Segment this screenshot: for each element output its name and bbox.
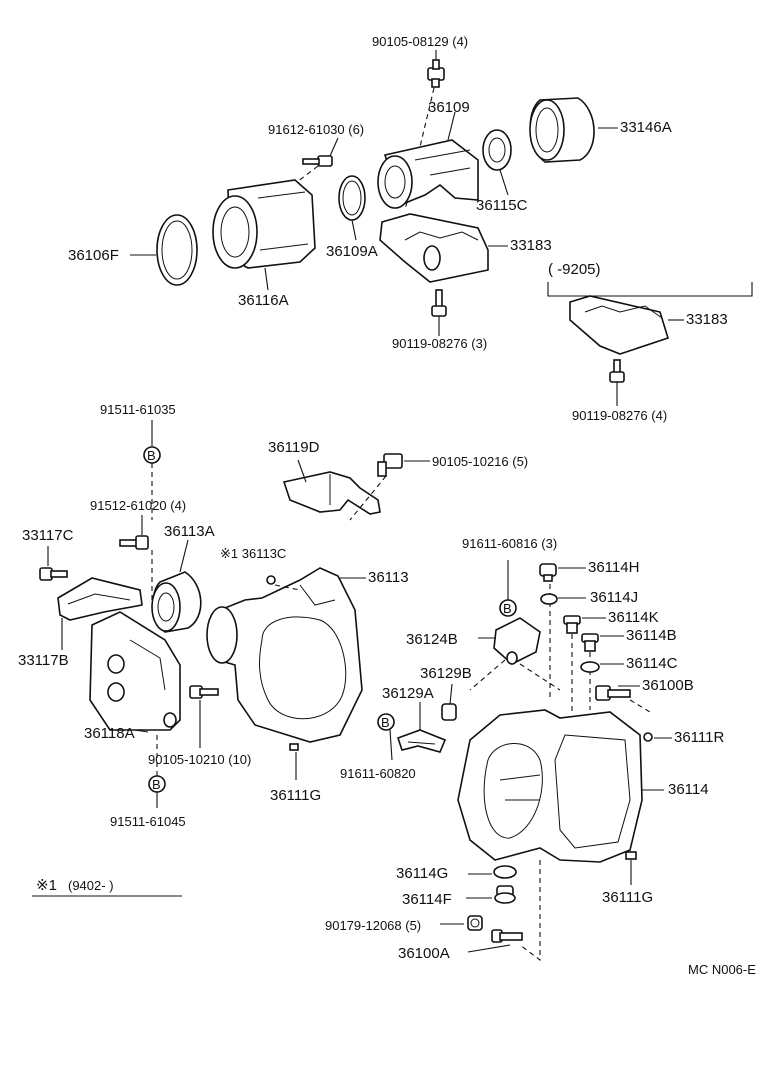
seal-36115C — [482, 129, 512, 171]
label-90105-08129: 90105-08129 (4) — [372, 34, 468, 49]
label-90179-12068: 90179-12068 (5) — [325, 918, 421, 933]
bolt-90105-08129 — [427, 59, 445, 88]
plug-36114B — [581, 633, 599, 652]
washer-36114G — [493, 865, 517, 879]
label-36109: 36109 — [428, 99, 470, 116]
label-36100A: 36100A — [398, 945, 450, 962]
bearing-36113A — [151, 571, 202, 633]
diagram-code: MC N006-E — [688, 962, 756, 977]
svg-text:B: B — [147, 448, 156, 463]
label-36113: 36113 — [368, 569, 409, 586]
washer-36114J — [540, 593, 558, 605]
plug-36114K — [563, 615, 581, 634]
range-label: ( -9205) — [548, 261, 601, 278]
plug-36114H — [539, 563, 557, 582]
plug-36111R — [643, 732, 653, 742]
bolt-33117C — [39, 567, 68, 581]
bracket-33117B — [57, 577, 143, 621]
label-36106F: 36106F — [68, 247, 119, 264]
cover-36124B — [493, 617, 541, 665]
label-36124B: 36124B — [406, 631, 458, 648]
label-33183-a: 33183 — [510, 237, 552, 254]
mount-33183-b — [569, 295, 669, 355]
circle-mark-b-4: B — [499, 599, 517, 617]
bolt-36100B — [595, 685, 631, 701]
cover-36118A — [89, 611, 181, 731]
label-91611-60820: 91611-60820 — [340, 766, 416, 781]
oring-36106F — [156, 214, 198, 286]
label-36118A: 36118A — [84, 725, 135, 742]
label-90119-08276-a: 90119-08276 (3) — [392, 336, 487, 351]
housing-36116A — [212, 179, 316, 269]
bolt-90105-10216 — [377, 453, 403, 477]
label-91512-61020: 91512-61020 (4) — [90, 498, 186, 513]
label-36114F: 36114F — [402, 891, 452, 908]
label-36100B: 36100B — [642, 677, 694, 694]
label-36114J: 36114J — [590, 589, 638, 606]
plug-36113C — [266, 575, 276, 585]
label-36114G: 36114G — [396, 865, 448, 882]
label-36119D: 36119D — [268, 439, 320, 456]
label-90119-08276-b: 90119-08276 (4) — [572, 408, 667, 423]
bolt-90105-10210 — [189, 685, 219, 699]
clip-36129A — [396, 729, 447, 753]
footnote-text: (9402- ) — [68, 878, 114, 893]
label-36111R: 36111R — [674, 729, 724, 746]
bracket-36119D — [282, 471, 381, 515]
mount-33183-a — [379, 213, 489, 283]
label-91612-61030: 91612-61030 (6) — [268, 122, 364, 137]
label-36129A: 36129A — [382, 685, 434, 702]
label-36114: 36114 — [668, 781, 709, 798]
label-36116A: 36116A — [238, 292, 289, 309]
pin-36111G-b — [625, 851, 637, 860]
svg-text:B: B — [152, 777, 161, 792]
label-91511-61045: 91511-61045 — [110, 814, 186, 829]
bolt-36100A — [491, 929, 523, 943]
case-36114 — [457, 709, 643, 863]
washer-36114C — [580, 661, 600, 673]
bolt-90119-08276-b — [609, 359, 625, 383]
label-36113C: ※1 36113C — [220, 546, 286, 561]
label-91511-61035: 91511-61035 — [100, 402, 176, 417]
label-36111G-a: 36111G — [270, 787, 321, 804]
label-33146A: 33146A — [620, 119, 672, 136]
label-36114C: 36114C — [626, 655, 678, 672]
label-33117B: 33117B — [18, 652, 69, 669]
cover-33146A — [529, 97, 595, 163]
plug-90179-12068 — [467, 915, 483, 931]
label-90105-10210: 90105-10210 (10) — [148, 752, 251, 767]
label-36114H: 36114H — [588, 559, 639, 576]
label-36109A: 36109A — [326, 243, 378, 260]
bolt-90119-08276-a — [431, 289, 447, 317]
label-36114B: 36114B — [626, 627, 677, 644]
circle-mark-b-1: B — [143, 446, 161, 464]
label-36113A: 36113A — [164, 523, 215, 540]
footnote-mark: ※1 — [36, 877, 57, 894]
bolt-91612-61030 — [302, 155, 333, 167]
label-33117C: 33117C — [22, 527, 74, 544]
label-33183-b: 33183 — [686, 311, 728, 328]
circle-mark-b-3: B — [377, 713, 395, 731]
housing-36113 — [206, 567, 363, 743]
label-36111G-b: 36111G — [602, 889, 653, 906]
part-36129B — [441, 703, 457, 721]
circle-mark-b-2: B — [148, 775, 166, 793]
svg-text:B: B — [503, 601, 512, 616]
label-90105-10216: 90105-10216 (5) — [432, 454, 528, 469]
pin-36111G-a — [289, 743, 299, 751]
svg-text:B: B — [381, 715, 390, 730]
plug-36114F — [494, 885, 516, 904]
label-36114K: 36114K — [608, 609, 659, 626]
label-91611-60816: 91611-60816 (3) — [462, 536, 557, 551]
label-36115C: 36115C — [476, 197, 528, 214]
bolt-91512-61020 — [119, 535, 149, 550]
part-36109 — [377, 139, 479, 209]
label-36129B: 36129B — [420, 665, 472, 682]
